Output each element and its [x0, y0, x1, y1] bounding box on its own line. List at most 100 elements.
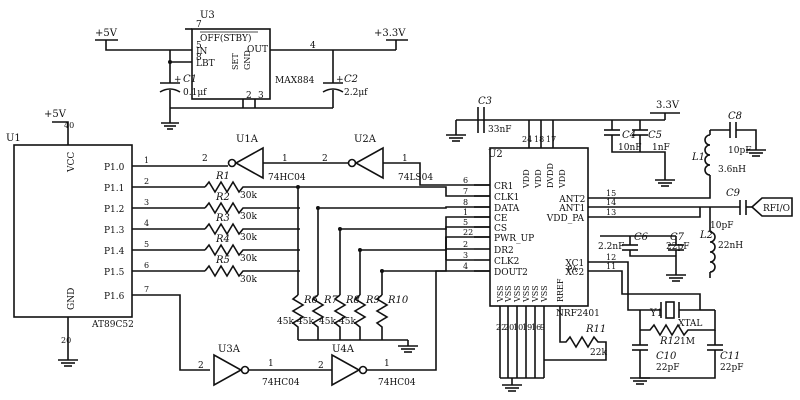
c3-ref: C3 [478, 96, 492, 107]
u2-top-pin-label: DVDD [546, 163, 555, 188]
u2-bottom-pin-label: VSS [531, 285, 540, 303]
u3-part: MAX884 [275, 76, 315, 86]
u1-body [13, 144, 133, 318]
u3-pin-off: OFF(STBY) [200, 33, 251, 44]
resistor-ref: R3 [215, 213, 230, 224]
series-resistor [204, 222, 300, 236]
c10-ref: C10 [656, 351, 677, 362]
u3-ref: U3 [200, 10, 215, 21]
u2a-part: 74LS04 [398, 173, 433, 183]
u2-pin-num: 14 [606, 198, 616, 207]
u4a-part: 74HC04 [378, 378, 416, 388]
y1-crystal [665, 301, 675, 319]
rail-5v-left: +5V [95, 28, 118, 39]
u1-pin-P1-5: P1.5 [104, 268, 125, 278]
resistor-value: 30k [240, 233, 257, 243]
rail-3v3-mid: 3.3V [656, 100, 680, 111]
c11-ref: C11 [720, 351, 740, 362]
c1-ref: C1 [183, 74, 197, 85]
u2-bottom-pin-label: VSS [522, 285, 531, 303]
u2a-ref: U2A [354, 134, 377, 145]
u1a-symbol [234, 146, 264, 180]
u3a-symbol [213, 353, 243, 387]
l2-ref: L2 [699, 230, 713, 241]
u1-ref: U1 [6, 133, 21, 144]
series-resistor [204, 201, 300, 215]
c2-plus: + [336, 75, 344, 85]
inverters-bottom: U3A 74HC04 2 1 U4A 74HC04 2 1 [132, 270, 490, 388]
pulldown-resistor [333, 294, 347, 340]
u2-pin-label: CLK1 [494, 193, 519, 203]
c9-value: 10pF [710, 221, 733, 231]
u2-pin-num: 15 [606, 189, 616, 198]
u1-gnd-label: GND [67, 288, 77, 310]
u2-bottom-pin-num: 22 [496, 323, 506, 332]
u2-pin-num: 4 [463, 262, 468, 271]
u3-pin7-num: 7 [196, 20, 202, 30]
u1a-out-num: 2 [202, 154, 208, 164]
u1a-in-num: 1 [282, 154, 288, 164]
u3-pin2-num: 2 [246, 91, 252, 101]
c7-ref: C7 [670, 232, 685, 243]
u2-pin-num: 6 [463, 176, 468, 185]
u1a-ref: U1A [236, 134, 259, 145]
u2-bottom-pin-num: 16 [531, 323, 541, 332]
u4a-in-num: 2 [318, 361, 324, 371]
u2-bottom-pin-label: RREF [556, 278, 565, 302]
pulldown-ref: R10 [387, 295, 409, 306]
u3-pin-gnd: GND [243, 50, 252, 70]
u4a-symbol [331, 353, 361, 387]
u3-pin-set: SET [231, 53, 240, 70]
series-resistor [204, 264, 300, 278]
u2-pin-num: 3 [463, 251, 468, 260]
series-resistor [204, 243, 300, 257]
c2-value: 2.2μf [344, 88, 368, 98]
r11-ref: R11 [585, 324, 606, 335]
u3-pin-out: OUT [247, 45, 268, 55]
u1-pin20-num: 20 [61, 336, 71, 345]
u2-top-pin-label: VDD [558, 169, 567, 189]
u2-pa-label: PA [567, 265, 578, 274]
pulldown-value: 45k [297, 317, 314, 327]
mcu-u1: U1 +5V 40 VCC GND AT89C52 20 P1.01P1.12P… [6, 109, 149, 367]
u1-pin-num: 2 [144, 177, 149, 186]
resistor-value: 30k [240, 254, 257, 264]
c5-ref: C5 [648, 130, 662, 141]
u2-pin-num: 8 [463, 198, 468, 207]
u3-pin8-num: 8 [196, 53, 202, 63]
u2-pin-label: CE [494, 214, 507, 224]
u2a-in-num: 1 [402, 154, 408, 164]
resistor-value: 30k [240, 191, 257, 201]
pulldown-ref: R9 [365, 295, 381, 306]
c11-value: 22pF [720, 363, 743, 373]
u2-pin-label: CS [494, 224, 507, 234]
u2-top-pin-label: VDD [522, 169, 531, 189]
u3-pin5-num: 5 [196, 41, 202, 51]
u3-pin4-num: 4 [310, 41, 316, 51]
rail-3v3-top: +3.3V [374, 28, 406, 39]
c10-value: 22pF [656, 363, 679, 373]
u2-ground-network: R11 22k [499, 306, 607, 392]
u1-part: AT89C52 [91, 320, 134, 330]
l2-value: 22nH [718, 241, 743, 251]
u1-pin-P1-3: P1.3 [104, 226, 125, 236]
r12-value: 1M [680, 337, 695, 347]
u2-pin-label: XC1 [565, 259, 584, 269]
u2-bottom-pin-num: 20 [504, 323, 514, 332]
c7-value: 22pF [666, 242, 689, 252]
u2-pin-label: DR2 [494, 246, 514, 256]
u2-pin-num: 5 [463, 218, 468, 227]
u2-pin-label: CR1 [494, 182, 513, 192]
u2-part: NRF2401 [556, 309, 600, 319]
pulldown-resistor [375, 294, 389, 340]
l1-ref: L1 [691, 152, 705, 163]
u3-pin-in: IN [196, 47, 208, 57]
u2-pin-num: 11 [606, 262, 616, 271]
u2-pin-num: 1 [463, 208, 468, 217]
u2-pin-label: DATA [494, 204, 520, 214]
u2-left-pins: CR16CLK17DATA8CE1CS5PWR_UP22DR22CLK23DOU… [445, 176, 534, 278]
